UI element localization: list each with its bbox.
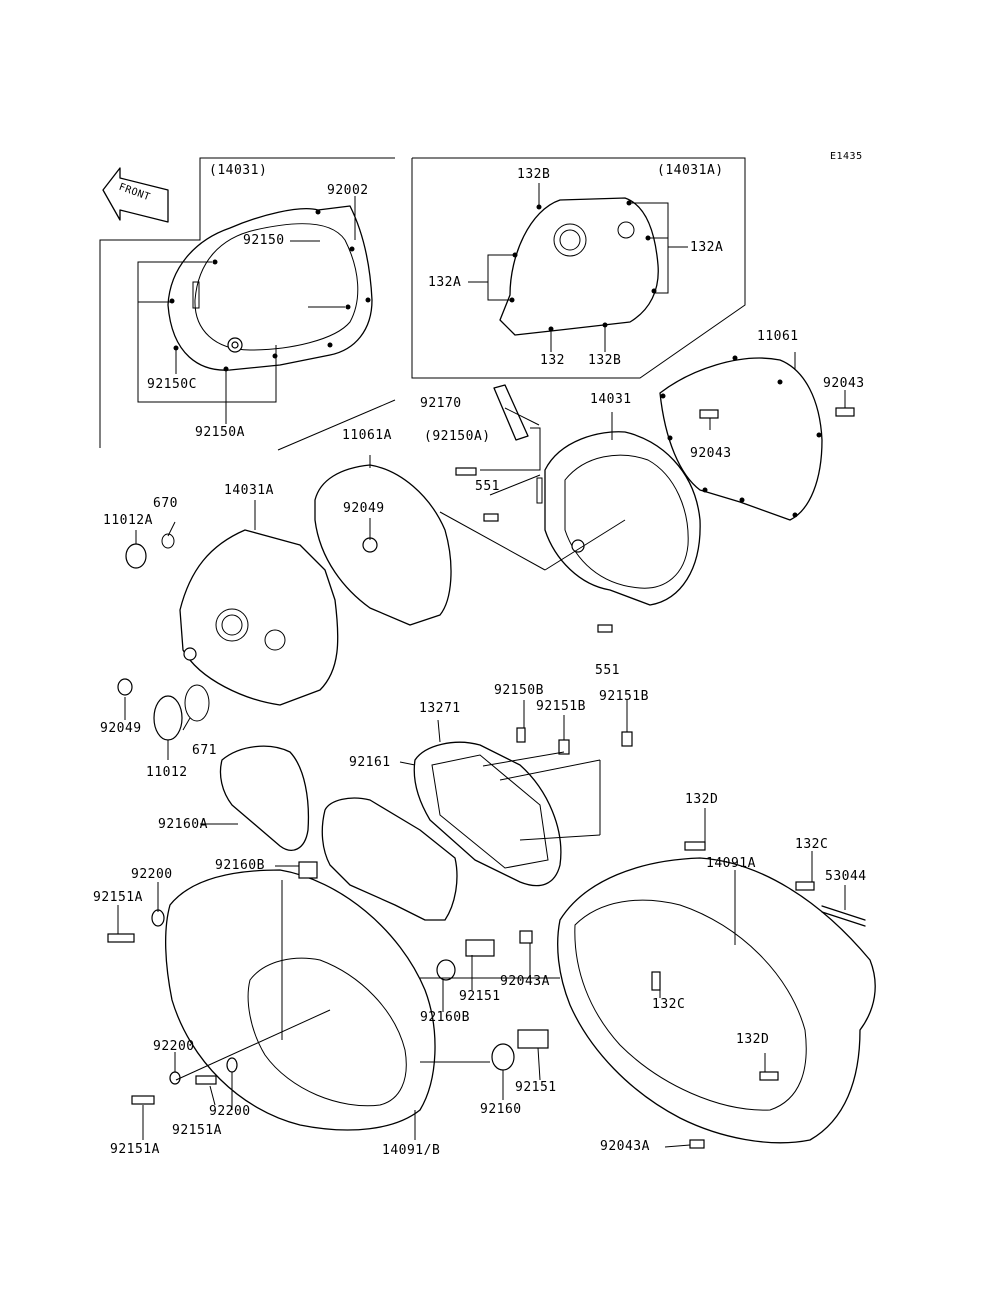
label-53044: 53044 bbox=[825, 869, 867, 884]
label-92043a-b: 92043A bbox=[600, 1139, 650, 1154]
label-92151b-b: 92151B bbox=[599, 689, 649, 704]
label-92043-a: 92043 bbox=[823, 376, 865, 391]
label-92200-c: 92200 bbox=[209, 1104, 251, 1119]
label-92151-b: 92151 bbox=[515, 1080, 557, 1095]
label-92151b-a: 92151B bbox=[536, 699, 586, 714]
label-14091a: 14091A bbox=[706, 856, 756, 871]
label-14031a: 14031A bbox=[224, 483, 274, 498]
label-92160b-bot: 92160B bbox=[420, 1010, 470, 1025]
label-11061: 11061 bbox=[757, 329, 799, 344]
plate-13271 bbox=[413, 741, 562, 887]
label-132a-right: 132A bbox=[690, 240, 724, 255]
gasket-92160a bbox=[219, 745, 310, 851]
dowel-551-bot bbox=[597, 624, 613, 633]
label-92150c: 92150C bbox=[147, 377, 197, 392]
label-92049-a: 92049 bbox=[343, 501, 385, 516]
label-132c-top: 132C bbox=[795, 837, 829, 852]
cap-11012a bbox=[125, 543, 147, 569]
label-92043-b: 92043 bbox=[690, 446, 732, 461]
label-551-top: 551 bbox=[475, 479, 500, 494]
gasket-92161 bbox=[321, 797, 458, 921]
label-132d-bot: 132D bbox=[736, 1032, 770, 1047]
label-92049-b: 92049 bbox=[100, 721, 142, 736]
label-132d-top: 132D bbox=[685, 792, 719, 807]
label-671: 671 bbox=[192, 743, 217, 758]
cover-14091b bbox=[165, 869, 436, 1131]
label-92150a: 92150A bbox=[195, 425, 245, 440]
cover-14031-inset bbox=[137, 196, 373, 424]
label-14031-box: (14031) bbox=[209, 163, 268, 178]
cover-14031a-inset bbox=[468, 183, 688, 352]
label-92170: 92170 bbox=[420, 396, 462, 411]
leader-lines bbox=[117, 352, 846, 1148]
label-11012: 11012 bbox=[146, 765, 188, 780]
label-92150a-paren: (92150A) bbox=[424, 429, 491, 444]
washer-92049 bbox=[117, 678, 133, 696]
label-92002: 92002 bbox=[327, 183, 369, 198]
label-132b-top: 132B bbox=[517, 167, 551, 182]
label-92043a-a: 92043A bbox=[500, 974, 550, 989]
label-132c-mid: 132C bbox=[652, 997, 686, 1012]
label-92161: 92161 bbox=[349, 755, 391, 770]
label-14031a-box: (14031A) bbox=[657, 163, 724, 178]
label-92151a-b: 92151A bbox=[172, 1123, 222, 1138]
diagram-code: E1435 bbox=[830, 151, 863, 162]
label-92160: 92160 bbox=[480, 1102, 522, 1117]
label-13271: 13271 bbox=[419, 701, 461, 716]
label-92151a-c: 92151A bbox=[110, 1142, 160, 1157]
label-670: 670 bbox=[153, 496, 178, 511]
small-parts-middle bbox=[436, 930, 549, 1071]
inset-box-14031 bbox=[99, 157, 395, 448]
cover-14031a bbox=[179, 529, 339, 706]
label-14091b: 14091/B bbox=[382, 1143, 441, 1158]
label-551-bot: 551 bbox=[595, 663, 620, 678]
label-11061a: 11061A bbox=[342, 428, 392, 443]
bolt-92150a bbox=[455, 467, 477, 476]
cover-14091a bbox=[557, 841, 876, 1149]
label-14031: 14031 bbox=[590, 392, 632, 407]
cap-11012 bbox=[153, 695, 183, 741]
label-92151a-a: 92151A bbox=[93, 890, 143, 905]
dowel-551-top bbox=[483, 513, 499, 522]
label-92150b: 92150B bbox=[494, 683, 544, 698]
label-92160a: 92160A bbox=[158, 817, 208, 832]
bolts-92150b-92151b bbox=[516, 727, 633, 755]
gasket-11061a bbox=[314, 464, 452, 626]
inset-box-14031a bbox=[411, 157, 746, 379]
oring-671 bbox=[184, 684, 210, 722]
front-arrow-icon bbox=[102, 167, 169, 223]
label-132a-left: 132A bbox=[428, 275, 462, 290]
label-132b-bot: 132B bbox=[588, 353, 622, 368]
label-132: 132 bbox=[540, 353, 565, 368]
oring-670 bbox=[161, 533, 175, 549]
label-92150: 92150 bbox=[243, 233, 285, 248]
label-92200-b: 92200 bbox=[153, 1039, 195, 1054]
label-11012a: 11012A bbox=[103, 513, 153, 528]
label-92160b-top: 92160B bbox=[215, 858, 265, 873]
label-92151-a: 92151 bbox=[459, 989, 501, 1004]
strap-92170 bbox=[493, 384, 529, 441]
label-92200-a: 92200 bbox=[131, 867, 173, 882]
